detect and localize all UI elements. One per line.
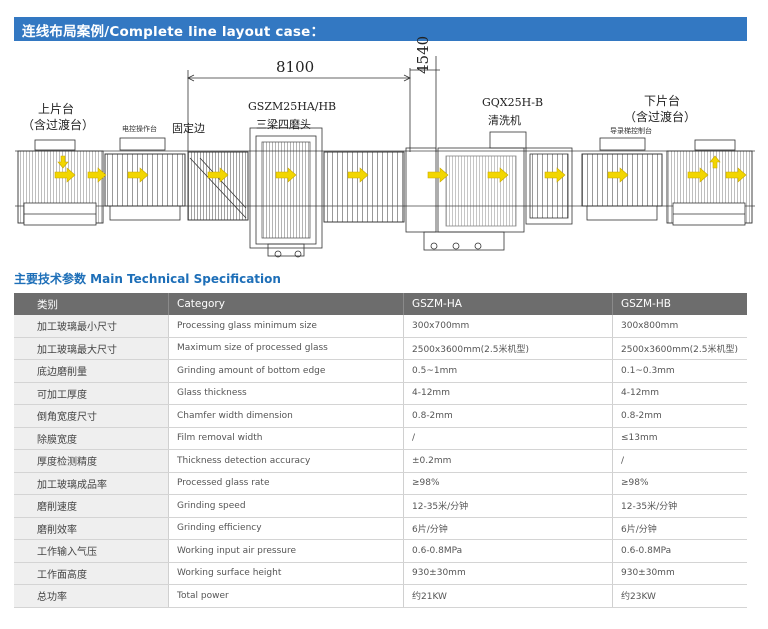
loading-table xyxy=(17,139,104,226)
control-console-right-label: 导录梯控制台 xyxy=(610,127,652,135)
layout-diagram xyxy=(15,56,755,258)
grinder-machine xyxy=(249,127,323,258)
row-cn: 底边磨削量 xyxy=(14,359,169,383)
row-hb: 12-35米/分钟 xyxy=(612,494,747,518)
row-hb: 4-12mm xyxy=(612,382,747,405)
row-en: Thickness detection accuracy xyxy=(168,449,404,473)
row-cn: 工作面高度 xyxy=(14,562,169,585)
row-cn: 厚度检测精度 xyxy=(14,449,169,473)
row-en: Grinding speed xyxy=(168,494,404,518)
flow-arrows xyxy=(54,155,747,183)
row-en: Glass thickness xyxy=(168,382,404,405)
row-hb: 930±30mm xyxy=(612,562,747,585)
grinder-name-label: 三梁四磨头 xyxy=(256,118,311,131)
row-en: Processed glass rate xyxy=(168,472,404,495)
control-console-left-label: 电控操作台 xyxy=(122,125,157,133)
row-ha: 0.6-0.8MPa xyxy=(403,539,613,563)
row-cn: 工作输入气压 xyxy=(14,539,169,563)
grinder-model-label: GSZM25HA/HB xyxy=(248,100,337,113)
spec-header-row: 类别 Category GSZM-HA GSZM-HB xyxy=(14,293,747,315)
row-cn: 磨削速度 xyxy=(14,494,169,518)
row-cn: 加工玻璃成品率 xyxy=(14,472,169,495)
unloading-table xyxy=(666,139,753,226)
dimension-8100 xyxy=(187,56,440,152)
row-cn: 可加工厚度 xyxy=(14,382,169,405)
line-layout-drawing: 8100 4540 上片台 （含过渡台） 电控操作台 固定边 GSZM25HA/… xyxy=(10,36,760,260)
row-ha: 930±30mm xyxy=(403,562,613,585)
row-ha: 4-12mm xyxy=(403,382,613,405)
row-hb: 6片/分钟 xyxy=(612,517,747,540)
row-ha: 300x700mm xyxy=(403,315,613,338)
row-cn: 除膜宽度 xyxy=(14,427,169,450)
row-en: Grinding amount of bottom edge xyxy=(168,359,404,383)
header-cn: 类别 xyxy=(14,293,169,315)
row-hb: 2500x3600mm(2.5米机型) xyxy=(612,337,747,360)
fixed-edge-conveyor xyxy=(187,151,249,221)
section-title: 连线布局案例/Complete line layout case： xyxy=(22,24,325,40)
row-ha: 约21KW xyxy=(403,584,613,608)
row-en: Working surface height xyxy=(168,562,404,585)
row-en: Grinding efficiency xyxy=(168,517,404,540)
row-en: Maximum size of processed glass xyxy=(168,337,404,360)
section-header-bar: 连线布局案例/Complete line layout case： xyxy=(14,17,747,41)
washer-model-label: GQX25H-B xyxy=(482,96,544,109)
header-category: Category xyxy=(168,293,404,315)
row-cn: 倒角宽度尺寸 xyxy=(14,404,169,428)
row-cn: 总功率 xyxy=(14,584,169,608)
row-ha: 12-35米/分钟 xyxy=(403,494,613,518)
spec-title: 主要技术参数 Main Technical Specification xyxy=(14,272,281,286)
transition-conveyor-left xyxy=(104,137,186,221)
row-ha: ≥98% xyxy=(403,472,613,495)
dimension-length: 8100 xyxy=(276,58,315,76)
row-hb: 约23KW xyxy=(612,584,747,608)
row-ha: 0.8-2mm xyxy=(403,404,613,428)
row-ha: 6片/分钟 xyxy=(403,517,613,540)
row-hb: 300x800mm xyxy=(612,315,747,338)
row-ha: / xyxy=(403,427,613,450)
row-en: Processing glass minimum size xyxy=(168,315,404,338)
transition-conveyor-right xyxy=(525,137,663,225)
row-hb: 0.6-0.8MPa xyxy=(612,539,747,563)
row-hb: 0.1~0.3mm xyxy=(612,359,747,383)
row-ha: 2500x3600mm(2.5米机型) xyxy=(403,337,613,360)
row-ha: 0.5~1mm xyxy=(403,359,613,383)
row-cn: 加工玻璃最小尺寸 xyxy=(14,315,169,338)
header-hb: GSZM-HB xyxy=(612,293,747,315)
row-en: Total power xyxy=(168,584,404,608)
row-hb: ≤13mm xyxy=(612,427,747,450)
row-cn: 加工玻璃最大尺寸 xyxy=(14,337,169,360)
row-ha: ±0.2mm xyxy=(403,449,613,473)
row-en: Working input air pressure xyxy=(168,539,404,563)
row-en: Film removal width xyxy=(168,427,404,450)
row-hb: / xyxy=(612,449,747,473)
row-cn: 磨削效率 xyxy=(14,517,169,540)
dimension-height: 4540 xyxy=(414,35,432,74)
loading-table-label: 上片台 xyxy=(38,102,75,116)
row-en: Chamfer width dimension xyxy=(168,404,404,428)
fixed-edge-label: 固定边 xyxy=(172,122,205,135)
unloading-table-sublabel: （含过渡台） xyxy=(624,110,697,124)
washer-machine xyxy=(405,131,527,251)
loading-table-sublabel: （含过渡台） xyxy=(22,118,95,132)
washer-name-label: 清洗机 xyxy=(488,114,521,127)
unloading-table-label: 下片台 xyxy=(644,94,681,108)
row-hb: ≥98% xyxy=(612,472,747,495)
header-ha: GSZM-HA xyxy=(403,293,613,315)
row-hb: 0.8-2mm xyxy=(612,404,747,428)
middle-conveyor xyxy=(323,151,405,223)
